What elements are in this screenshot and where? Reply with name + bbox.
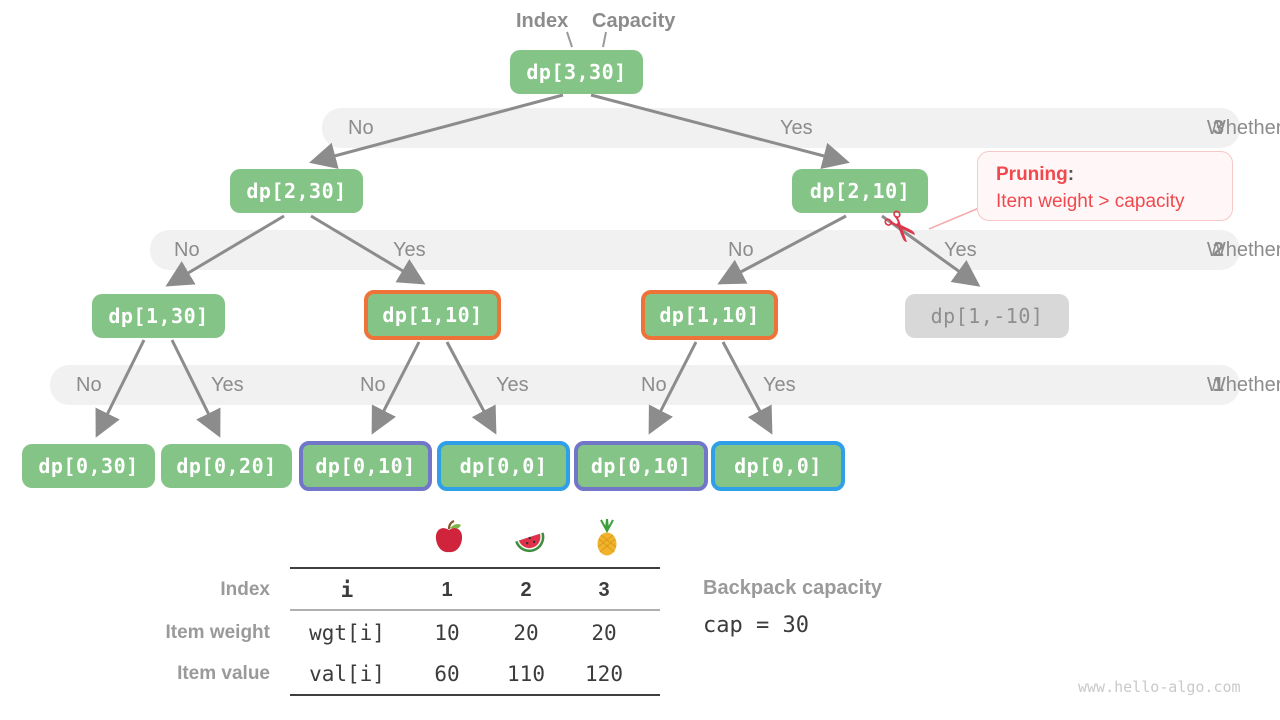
capacity-pointer-label: Capacity bbox=[592, 10, 676, 32]
cell-value: 20 bbox=[591, 621, 617, 645]
cell-value: 2 bbox=[520, 579, 532, 601]
backpack-capacity-label: Backpack capacity bbox=[703, 577, 883, 599]
node-dp-2-30: dp[2,30] bbox=[230, 169, 363, 213]
cell-value: 20 bbox=[513, 621, 539, 645]
band-question: Whether to put item1 bbox=[1206, 374, 1280, 396]
table-rule-top bbox=[290, 567, 660, 569]
decision-band-item-3: No Yes Whether to put item3 bbox=[322, 108, 1280, 148]
node-dp-0-20: dp[0,20] bbox=[161, 444, 292, 488]
node-dp-0-10-b: dp[0,10] bbox=[574, 441, 708, 491]
node-dp-0-0-b: dp[0,0] bbox=[711, 441, 845, 491]
band-question: Whether to put item3 bbox=[1206, 117, 1280, 139]
backpack-capacity-value: cap = 30 bbox=[703, 613, 809, 638]
row-label: Item value bbox=[177, 663, 270, 684]
watermelon-icon bbox=[515, 532, 545, 553]
cell-key: i bbox=[340, 578, 354, 602]
watermark: www.hello-algo.com bbox=[1078, 678, 1241, 696]
pointer-tick-lines bbox=[566, 31, 607, 48]
table-row-weight: Item weight wgt[i] 10 20 20 bbox=[0, 615, 700, 651]
band-item-number: 1 bbox=[1212, 374, 1224, 396]
branch-label-yes: Yes bbox=[496, 374, 529, 396]
apple-icon bbox=[435, 519, 463, 553]
pruning-connector-line bbox=[928, 207, 980, 230]
cell-value: 3 bbox=[598, 579, 610, 601]
node-dp-1-30: dp[1,30] bbox=[92, 294, 225, 338]
decision-band-item-1: No Yes No Yes No Yes Whether to put item… bbox=[50, 365, 1280, 405]
cell-value: 60 bbox=[434, 662, 460, 686]
table-rule-bottom bbox=[290, 694, 660, 696]
branch-label-yes: Yes bbox=[763, 374, 796, 396]
branch-label-yes: Yes bbox=[393, 239, 426, 261]
pineapple-icon bbox=[597, 519, 617, 556]
branch-label-no: No bbox=[348, 117, 374, 139]
cell-value: 1 bbox=[441, 579, 453, 601]
branch-label-no: No bbox=[728, 239, 754, 261]
pruning-title: Pruning bbox=[996, 164, 1068, 185]
branch-label-no: No bbox=[76, 374, 102, 396]
branch-label-no: No bbox=[360, 374, 386, 396]
cell-key: val[i] bbox=[309, 662, 385, 686]
node-dp-1-10-a: dp[1,10] bbox=[364, 290, 501, 340]
cell-key: wgt[i] bbox=[309, 621, 385, 645]
node-dp-1-10-b: dp[1,10] bbox=[641, 290, 778, 340]
row-label: Index bbox=[220, 579, 270, 600]
node-dp-0-0-a: dp[0,0] bbox=[437, 441, 570, 491]
pruning-reason: Item weight > capacity bbox=[996, 191, 1185, 212]
table-row-value: Item value val[i] 60 110 120 bbox=[0, 656, 700, 692]
cell-value: 110 bbox=[507, 662, 545, 686]
node-dp-0-10-a: dp[0,10] bbox=[299, 441, 432, 491]
branch-label-yes: Yes bbox=[944, 239, 977, 261]
cell-value: 10 bbox=[434, 621, 460, 645]
pruning-callout: Pruning: Item weight > capacity bbox=[977, 151, 1233, 221]
band-question: Whether to put item2 bbox=[1206, 239, 1280, 261]
index-pointer-label: Index bbox=[516, 10, 569, 32]
decision-band-item-2: No Yes No Yes Whether to put item2 bbox=[150, 230, 1280, 270]
table-rule-middle bbox=[290, 609, 660, 611]
band-item-number: 2 bbox=[1212, 239, 1224, 261]
branch-label-no: No bbox=[174, 239, 200, 261]
row-label: Item weight bbox=[165, 622, 270, 643]
branch-label-yes: Yes bbox=[780, 117, 813, 139]
node-dp-2-10: dp[2,10] bbox=[792, 169, 928, 213]
branch-label-no: No bbox=[641, 374, 667, 396]
node-dp-0-30: dp[0,30] bbox=[22, 444, 155, 488]
cell-value: 120 bbox=[585, 662, 623, 686]
node-dp-1-neg10-pruned: dp[1,-10] bbox=[905, 294, 1069, 338]
branch-label-yes: Yes bbox=[211, 374, 244, 396]
node-dp-3-30: dp[3,30] bbox=[510, 50, 643, 94]
band-item-number: 3 bbox=[1212, 117, 1224, 139]
table-row-index: Index i 1 2 3 bbox=[0, 572, 700, 608]
